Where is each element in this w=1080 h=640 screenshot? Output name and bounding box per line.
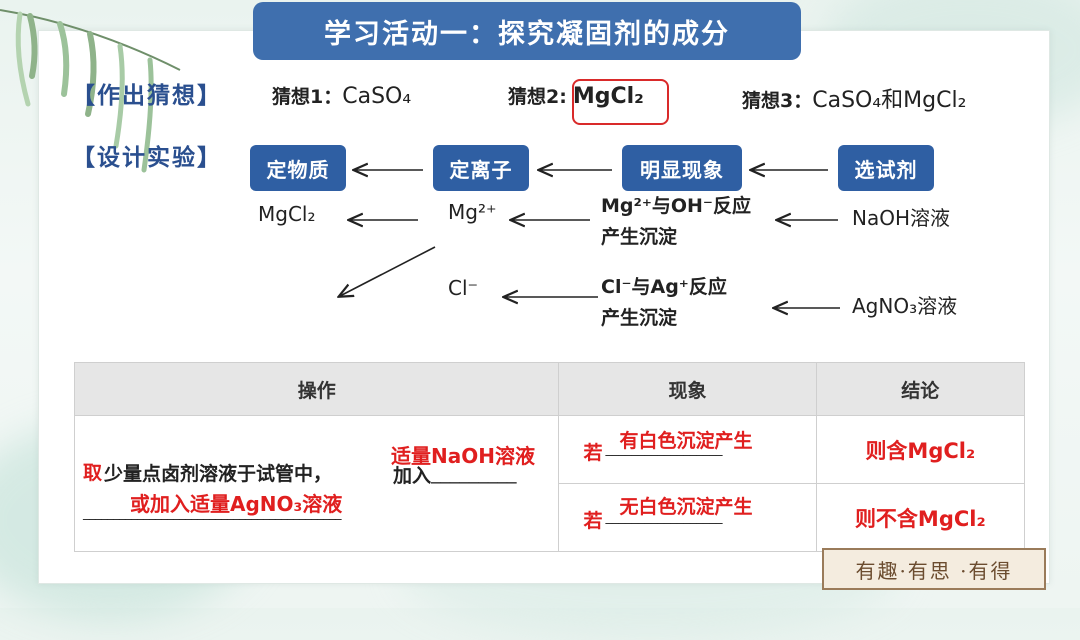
design-section-label: 【设计实验】 xyxy=(72,145,222,171)
header-operation: 操作 xyxy=(73,362,560,416)
phenomenon-1-blank: __________________ xyxy=(605,442,723,457)
hypothesis-2-highlight-box xyxy=(572,79,669,125)
operation-answer-1: 适量NaOH溶液 xyxy=(391,444,535,468)
hypothesis-3-value: CaSO₄和MgCl₂ xyxy=(812,88,967,113)
flow-box-substance: 定物质 xyxy=(250,145,346,191)
experiment-table: 操作 现象 结论 取 少量点卤剂溶液于试管中， 加入 _________ 适量N… xyxy=(73,362,1026,552)
phenomenon-row2-line1: Cl⁻与Ag⁺反应 xyxy=(601,276,727,298)
hypothesis-2-value: MgCl₂ xyxy=(572,84,644,109)
ion-mg: Mg²⁺ xyxy=(448,200,497,224)
arrow-diagonal xyxy=(340,246,436,296)
phenomenon-row1: Mg²⁺与OH⁻反应 产生沉淀 xyxy=(601,191,751,253)
phenomenon-row2: Cl⁻与Ag⁺反应 产生沉淀 xyxy=(601,272,727,334)
reagent-agno3: AgNO₃溶液 xyxy=(852,294,958,318)
hypothesis-3: 猜想3：CaSO₄和MgCl₂ xyxy=(742,82,966,114)
willow-branch-decoration xyxy=(0,9,181,173)
header-phenomenon: 现象 xyxy=(558,362,817,416)
conclusion-cell-1: 则含MgCl₂ xyxy=(815,415,1026,484)
flow-arrows xyxy=(0,0,840,608)
operation-first-char: 取 xyxy=(83,462,103,484)
phenomenon-1-answer: 有白色沉淀产生 xyxy=(619,430,753,452)
page-title: 学习活动一：探究凝固剂的成分 xyxy=(253,2,801,60)
phenomenon-2-blank: __________________ xyxy=(605,510,723,525)
hypothesis-1: 猜想1：CaSO₄ xyxy=(272,82,411,109)
phenomenon-row1-line1: Mg²⁺与OH⁻反应 xyxy=(601,195,751,217)
hypothesis-section-label: 【作出猜想】 xyxy=(72,83,222,109)
hypothesis-1-label: 猜想1： xyxy=(272,86,343,108)
conclusion-cell-2: 则不含MgCl₂ xyxy=(815,483,1026,552)
flow-box-phenomenon: 明显现象 xyxy=(622,145,742,191)
hypothesis-2-label: 猜想2: xyxy=(508,86,567,108)
ion-cl: Cl⁻ xyxy=(448,276,479,300)
flow-box-ion: 定离子 xyxy=(433,145,529,191)
operation-cell: 取 少量点卤剂溶液于试管中， 加入 _________ 适量NaOH溶液 或加入… xyxy=(73,415,560,552)
reagent-naoh: NaOH溶液 xyxy=(852,206,950,230)
table-header-row: 操作 现象 结论 xyxy=(73,362,1026,416)
hypothesis-3-label: 猜想3： xyxy=(742,90,813,112)
operation-text: 少量点卤剂溶液于试管中， xyxy=(104,463,333,485)
phenomenon-row1-line2: 产生沉淀 xyxy=(601,226,678,248)
flow-box-reagent: 选试剂 xyxy=(838,145,934,191)
hypothesis-1-value: CaSO₄ xyxy=(342,84,412,109)
operation-blank-2: ________________________________________… xyxy=(83,506,342,521)
operation-blank-1: _________ xyxy=(431,462,517,484)
substance-mgcl2: MgCl₂ xyxy=(258,202,316,226)
table-row: 取 少量点卤剂溶液于试管中， 加入 _________ 适量NaOH溶液 或加入… xyxy=(73,415,1026,552)
phenomenon-row2-line2: 产生沉淀 xyxy=(601,307,678,329)
phenomenon-1-prefix: 若 xyxy=(583,442,603,464)
phenomenon-cell-2: 若 __________________ 无白色沉淀产生 xyxy=(558,483,817,552)
phenomenon-2-answer: 无白色沉淀产生 xyxy=(619,496,753,518)
operation-answer-2: 或加入适量AgNO₃溶液 xyxy=(130,492,343,516)
slogan-stamp: 有趣·有思 ·有得 xyxy=(822,548,1046,590)
header-conclusion: 结论 xyxy=(815,362,1026,416)
phenomenon-cell-1: 若 __________________ 有白色沉淀产生 xyxy=(558,415,817,484)
phenomenon-2-prefix: 若 xyxy=(583,510,603,532)
table-row: 若 __________________ 无白色沉淀产生 则不含MgCl₂ xyxy=(75,483,1026,552)
operation-add-prefix: 加入 xyxy=(393,465,432,487)
hypothesis-2: 猜想2:MgCl₂ xyxy=(508,82,644,109)
